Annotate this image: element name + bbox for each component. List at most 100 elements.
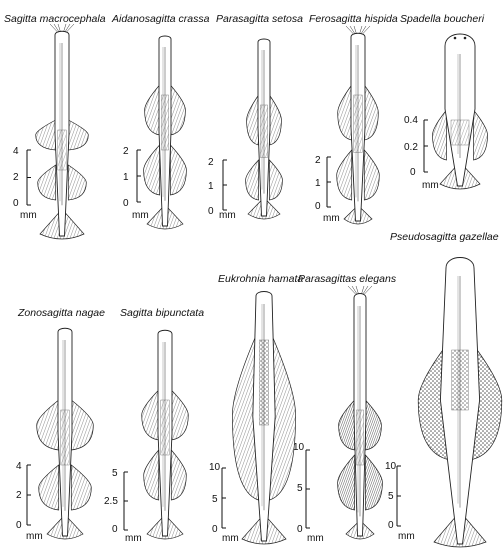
- caption-pseudosagitta-gazellae: Pseudosagitta gazellae: [390, 231, 499, 243]
- scale-5-zero: 0: [410, 167, 416, 178]
- scale-9-unit: mm: [307, 533, 324, 544]
- specimen-3-fin-left-2: [245, 159, 259, 201]
- scale-6-zero: 0: [16, 520, 22, 531]
- scale-6-top: 4: [16, 461, 22, 472]
- scale-2-mid: 1: [123, 172, 129, 183]
- scale-8-mid: 5: [212, 494, 218, 505]
- specimen-1-spine-2: [53, 23, 60, 33]
- specimen-9-fin-right-1: [365, 399, 382, 451]
- specimen-7-ovary: [160, 399, 170, 456]
- specimen-7-fin-left-1: [141, 389, 160, 441]
- scale-5-unit: mm: [422, 180, 439, 191]
- specimen-6-fin-right-2: [70, 464, 92, 511]
- scale-2-top: 2: [123, 146, 129, 157]
- scale-4-zero: 0: [315, 201, 321, 212]
- scale-9-mid: 5: [297, 483, 303, 494]
- specimen-8-fin-right-1: [269, 329, 296, 501]
- scale-6-mid: 2: [16, 490, 22, 501]
- scale-4-unit: mm: [323, 213, 340, 224]
- scale-3-mid: 1: [208, 181, 214, 192]
- specimen-4-fin-left-2: [336, 149, 353, 201]
- specimen-10-ovary: [451, 349, 469, 411]
- specimen-2-fin-left-2: [143, 144, 160, 196]
- specimen-4-ovary: [353, 94, 363, 153]
- specimen-9-ovary: [356, 409, 364, 466]
- specimen-1-ovary: [57, 129, 67, 171]
- scale-10-mid: 5: [388, 491, 394, 502]
- specimen-2-fin-left-1: [144, 84, 160, 136]
- scale-2-zero: 0: [123, 198, 129, 209]
- scale-3-top: 2: [208, 157, 214, 168]
- specimen-1-spine-6: [64, 23, 71, 33]
- specimen-2-fin-right-2: [170, 144, 187, 196]
- specimen-8-fin-left-1: [232, 329, 259, 501]
- scale-1-mid: 2: [13, 172, 19, 183]
- caption-aidanosagitta-crassa: Aidanosagitta crassa: [112, 13, 210, 25]
- scale-4-top: 2: [315, 155, 321, 166]
- specimen-9-spine-7: [364, 285, 373, 295]
- specimen-1-fin-left-1: [35, 119, 57, 151]
- caption-sagitta-bipunctata: Sagitta bipunctata: [120, 307, 205, 319]
- scale-2-unit: mm: [132, 210, 149, 221]
- specimen-6-fin-left-2: [38, 464, 60, 511]
- specimen-4-spine-1: [345, 25, 354, 35]
- caption-zonosagitta-nagae: Zonosagitta nagae: [18, 307, 105, 319]
- specimen-1-fin-left-2: [37, 164, 57, 201]
- scale-10-top: 10: [385, 461, 397, 472]
- scale-10-unit: mm: [398, 531, 415, 542]
- scale-8-unit: mm: [222, 533, 239, 544]
- specimen-5-fin-right-1: [473, 109, 488, 161]
- specimen-9-spine-1: [347, 285, 356, 295]
- caption-sagitta-macrocephala: Sagitta macrocephala: [4, 13, 106, 25]
- scale-5-mid: 0.2: [404, 142, 418, 153]
- scale-7-unit: mm: [125, 533, 142, 544]
- specimen-8-ovary: [259, 339, 270, 426]
- specimen-9-fin-right-2: [365, 454, 383, 511]
- scale-3-zero: 0: [208, 206, 214, 217]
- specimen-6-fin-left-1: [36, 399, 60, 451]
- specimen-4-fin-right-2: [363, 149, 380, 201]
- specimen-4-spine-3: [353, 25, 357, 35]
- scale-10-zero: 0: [388, 520, 394, 531]
- specimen-3-fin-right-1: [269, 93, 282, 146]
- specimen-2-ovary: [161, 94, 169, 151]
- specimen-1-fin-right-1: [67, 119, 89, 151]
- scale-3-unit: mm: [219, 210, 236, 221]
- specimen-4-fin-right-1: [363, 83, 379, 141]
- specimen-2-fin-right-1: [170, 84, 186, 136]
- specimen-6-fin-right-1: [70, 399, 94, 451]
- scale-6-unit: mm: [26, 531, 43, 542]
- scale-5-top: 0.4: [404, 115, 418, 126]
- caption-parasagittas-elegans: Parasagittas elegans: [298, 273, 397, 285]
- scale-1-unit: mm: [20, 210, 37, 221]
- specimen-1-spine-1: [49, 23, 58, 33]
- scale-7-mid: 2.5: [104, 496, 118, 507]
- caption-spadella-boucheri: Spadella boucheri: [400, 13, 485, 25]
- specimen-6-ovary: [60, 409, 70, 466]
- specimen-4-fin-left-1: [337, 83, 353, 141]
- specimen-3-ovary: [260, 104, 268, 158]
- specimen-4-spine-2: [349, 25, 356, 35]
- caption-parasagitta-setosa: Parasagitta setosa: [216, 13, 303, 25]
- specimen-3-fin-left-1: [246, 93, 259, 146]
- scale-1-top: 4: [13, 146, 19, 157]
- specimen-7-fin-left-2: [143, 449, 160, 501]
- specimen-5-eye-right: [463, 36, 467, 40]
- scale-9-top: 10: [293, 442, 305, 453]
- specimen-4-spine-5: [359, 25, 363, 35]
- caption-ferosagitta-hispida: Ferosagitta hispida: [309, 13, 398, 25]
- specimen-5-ovary: [450, 119, 470, 146]
- specimen-9-spine-2: [351, 285, 358, 295]
- scale-8-zero: 0: [212, 524, 218, 535]
- scale-4-mid: 1: [315, 178, 321, 189]
- specimen-9-spine-5: [361, 285, 365, 295]
- specimen-7-fin-right-1: [170, 389, 189, 441]
- specimen-5-fin-left-1: [432, 109, 447, 161]
- caption-eukrohnia-hamata: Eukrohnia hamata: [218, 273, 304, 285]
- specimen-4-spine-7: [362, 25, 371, 35]
- specimen-9-spine-6: [362, 285, 369, 295]
- specimen-1-fin-right-2: [67, 164, 87, 201]
- scale-7-zero: 0: [112, 524, 118, 535]
